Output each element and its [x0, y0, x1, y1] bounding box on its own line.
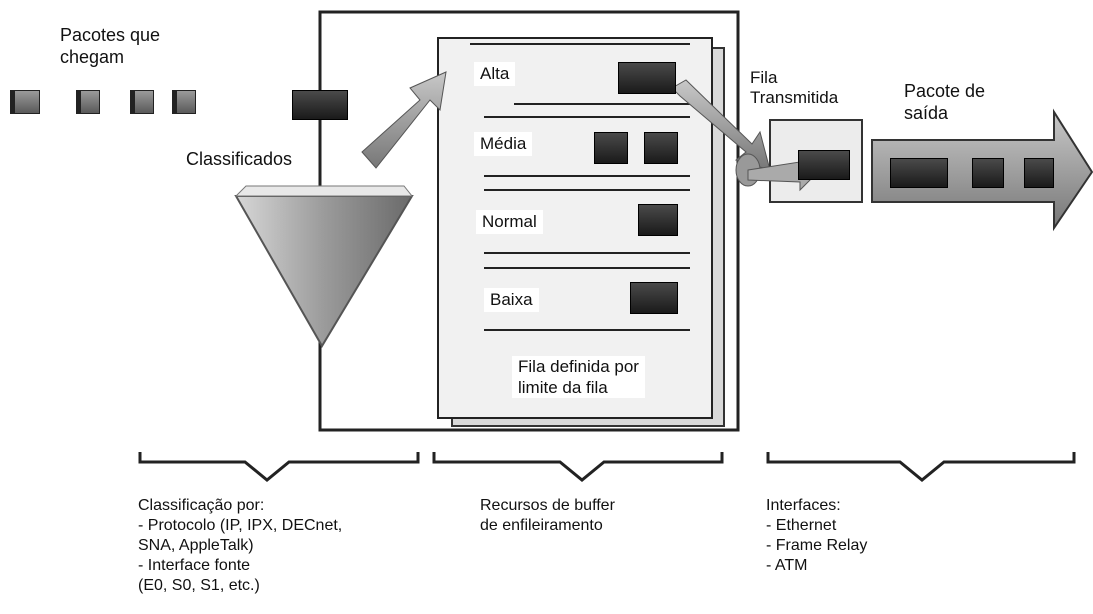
- queue-limit-label: Fila definida por limite da fila: [512, 356, 645, 398]
- queue-label-normal: Normal: [476, 210, 543, 234]
- buffer-section-text: Recursos de buffer de enfileiramento: [480, 497, 615, 534]
- transmit-packet: [798, 150, 850, 180]
- incoming-packet: [172, 90, 196, 114]
- classify-arrow: [361, 71, 447, 169]
- queue-label-media: Média: [474, 132, 533, 156]
- queue-separators: [470, 43, 690, 331]
- classified-packet: [292, 90, 348, 120]
- classified-label: Classificados: [186, 149, 293, 169]
- classification-section-text: Classificação por: - Protocolo (IP, IPX,…: [138, 497, 343, 594]
- incoming-packet: [130, 90, 154, 114]
- brackets: [138, 452, 1076, 482]
- incoming-packet: [10, 90, 40, 114]
- outgoing-packet: [1024, 158, 1054, 188]
- outgoing-label: Pacote de saída: [904, 81, 986, 123]
- queue-label-alta: Alta: [474, 62, 516, 86]
- incoming-packet: [76, 90, 100, 114]
- transmit-queue-label: Fila Transmitida: [750, 68, 839, 107]
- outgoing-packet: [972, 158, 1004, 188]
- incoming-label: Pacotes que chegam: [60, 25, 161, 67]
- queued-packet-media: [644, 132, 678, 164]
- queue-label-baixa: Baixa: [484, 288, 539, 312]
- outgoing-packet: [890, 158, 948, 188]
- queued-packet-baixa: [630, 282, 678, 314]
- queued-packet-normal: [638, 204, 678, 236]
- interfaces-section-text: Interfaces: - Ethernet - Frame Relay - A…: [766, 497, 868, 574]
- queued-packet-media: [594, 132, 628, 164]
- queued-packet-alta: [618, 62, 676, 94]
